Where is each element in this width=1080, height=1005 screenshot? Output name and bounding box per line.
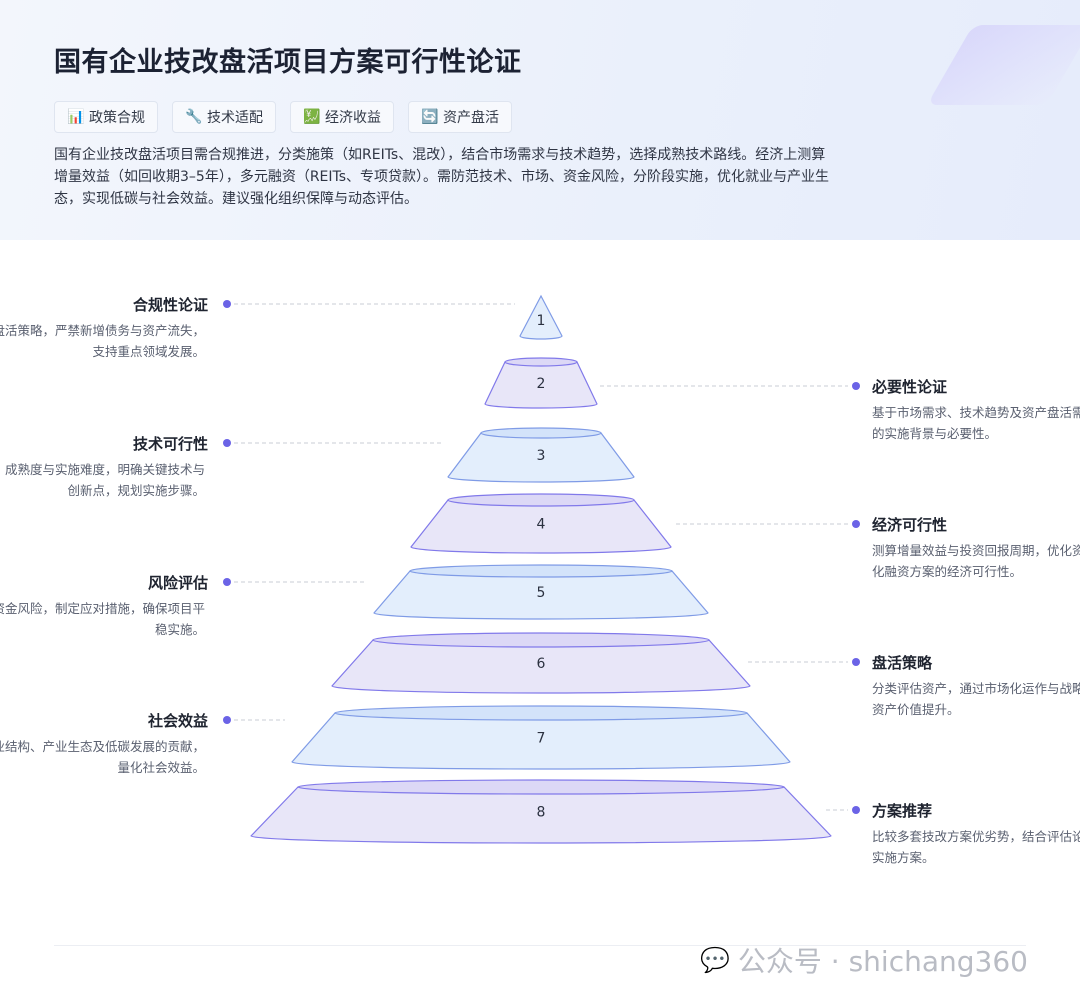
pyramid-layer-top	[409, 564, 673, 578]
connector-dot	[852, 520, 860, 528]
label-desc: 成熟度与实施难度，明确关键技术与	[5, 462, 205, 477]
connector-dot	[852, 382, 860, 390]
label-desc: 资产价值提升。	[872, 702, 960, 717]
pyramid-layer	[331, 639, 751, 694]
tag-label: 技术适配	[207, 110, 263, 126]
pyramid-layer-top	[480, 427, 602, 439]
label-title: 盘活策略	[872, 654, 933, 672]
level-number: 8	[537, 805, 546, 821]
level-number: 7	[537, 731, 546, 747]
label-desc: 支持重点领域发展。	[92, 344, 205, 359]
watermark-text: 公众号 · shichang360	[737, 945, 1028, 978]
level-number: 5	[537, 585, 546, 601]
pyramid-layer-top	[297, 779, 785, 795]
label-title: 技术可行性	[133, 435, 208, 453]
tag-label: 经济收益	[325, 110, 381, 126]
pyramid-layer	[484, 361, 598, 409]
tag-label: 政策合规	[89, 110, 145, 126]
tag-tech: 🔧 技术适配	[172, 101, 276, 133]
label-desc: 量化社会效益。	[117, 760, 205, 775]
divider	[54, 945, 1026, 946]
connector-dot	[852, 806, 860, 814]
pyramid-layer	[373, 570, 709, 620]
label-title: 合规性论证	[132, 296, 208, 314]
pyramid-layer-top	[372, 632, 710, 648]
label-desc: 创新点，规划实施步骤。	[67, 483, 205, 498]
decorative-shape	[926, 25, 1080, 105]
tag-assets: 🔄 资产盘活	[408, 101, 512, 133]
label-desc: 测算增量效益与投资回报周期，优化资	[872, 543, 1080, 558]
pyramid-layer-top	[334, 705, 748, 721]
pyramid-layer	[250, 786, 832, 844]
tag-label: 资产盘活	[443, 110, 499, 126]
label-title: 风险评估	[148, 574, 208, 592]
label-title: 社会效益	[147, 712, 208, 730]
level-number: 2	[537, 376, 546, 392]
watermark: 💬 公众号 · shichang360	[700, 940, 1028, 980]
label-desc: 基于市场需求、技术趋势及资产盘活需	[872, 405, 1080, 420]
wrench-icon: 🔧	[185, 109, 203, 125]
label-desc: 实施方案。	[872, 850, 935, 865]
tag-economy: 💹 经济收益	[290, 101, 394, 133]
connector-dot	[223, 439, 231, 447]
level-number: 4	[537, 517, 546, 533]
connector-dot	[223, 716, 231, 724]
label-desc: 业结构、产业生态及低碳发展的贡献，	[0, 739, 205, 754]
pyramid-layer	[447, 432, 635, 483]
label-desc: 稳实施。	[155, 622, 205, 637]
header-banner: 国有企业技改盘活项目方案可行性论证 📊 政策合规 🔧 技术适配 💹 经济收益 🔄…	[0, 0, 1080, 240]
wechat-icon: 💬	[700, 946, 730, 974]
label-title: 必要性论证	[871, 378, 947, 396]
tag-list: 📊 政策合规 🔧 技术适配 💹 经济收益 🔄 资产盘活	[54, 101, 512, 133]
label-desc: 盘活策略，严禁新增债务与资产流失，	[0, 323, 205, 338]
level-number: 3	[537, 448, 546, 464]
page-title: 国有企业技改盘活项目方案可行性论证	[54, 47, 522, 78]
level-number: 1	[537, 313, 546, 329]
label-desc: 的实施背景与必要性。	[872, 426, 997, 441]
connector-dot	[852, 658, 860, 666]
pyramid-layer-top	[504, 357, 578, 367]
connector-dot	[223, 300, 231, 308]
pyramid-layer	[410, 499, 672, 554]
summary-text: 国有企业技改盘活项目需合规推进，分类施策（如REITs、混改），结合市场需求与技…	[54, 147, 830, 207]
pyramid-layer	[519, 294, 563, 340]
label-desc: 资金风险，制定应对措施，确保项目平	[0, 601, 205, 616]
bar-chart-icon: 📊	[67, 109, 85, 125]
label-desc: 分类评估资产，通过市场化运作与战略	[872, 681, 1080, 696]
level-number: 6	[537, 656, 546, 672]
label-desc: 比较多套技改方案优劣势，结合评估论	[872, 829, 1080, 844]
label-title: 经济可行性	[872, 516, 947, 534]
connector-dot	[223, 578, 231, 586]
pyramid-layer-top	[447, 493, 635, 507]
money-chart-icon: 💹	[303, 109, 321, 125]
pyramid-layer	[291, 712, 791, 770]
label-desc: 化融资方案的经济可行性。	[872, 564, 1022, 579]
tag-policy: 📊 政策合规	[54, 101, 158, 133]
cycle-arrows-icon: 🔄	[421, 109, 439, 125]
label-title: 方案推荐	[872, 802, 932, 820]
